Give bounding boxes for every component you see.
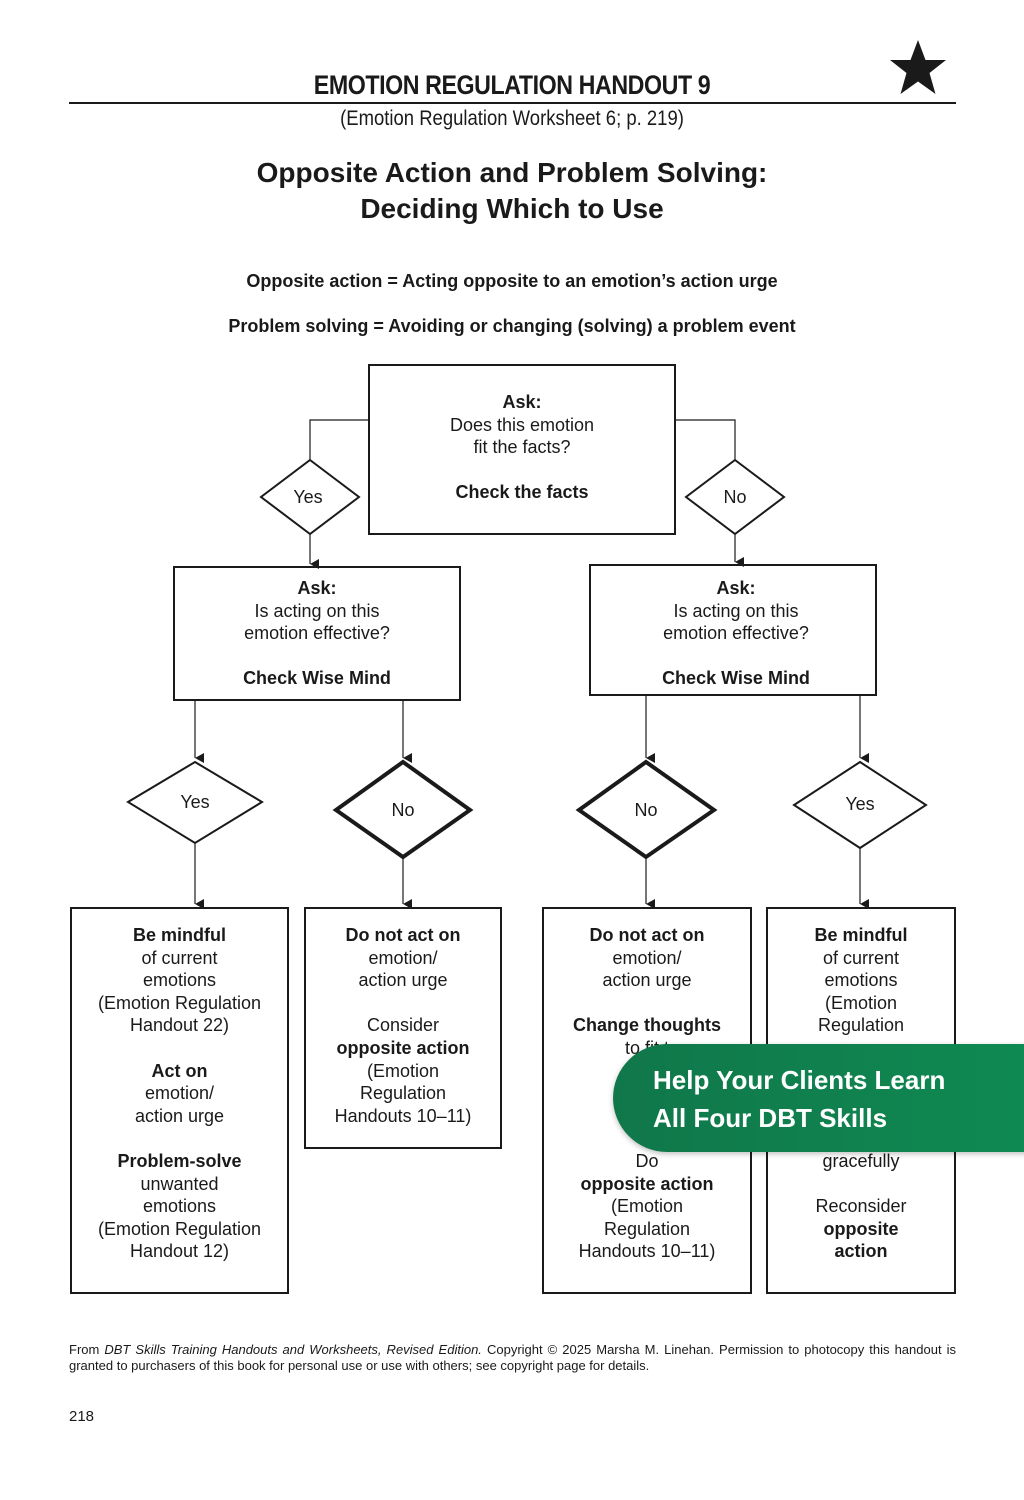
spacer — [305, 992, 501, 1015]
worksheet-reference: (Emotion Regulation Worksheet 6; p. 219) — [340, 107, 684, 130]
top-question-box — [368, 364, 676, 535]
top-no-label: No — [723, 487, 747, 507]
outcome-box-4-text: Be mindful of current emotions (Emotion … — [767, 924, 955, 1263]
box1-line: unwanted — [140, 1173, 219, 1194]
box3-line: Change thoughts — [573, 1015, 721, 1036]
handout-title: EMOTION REGULATION HANDOUT 9 — [313, 70, 711, 100]
box4-line: action — [834, 1241, 888, 1262]
box1-line: Problem-solve — [117, 1150, 242, 1171]
diamond-yes-left-label: Yes — [180, 792, 210, 812]
spacer — [369, 459, 675, 482]
spacer — [590, 645, 882, 668]
promo-banner[interactable]: Help Your Clients Learn All Four DBT Ski… — [613, 1044, 1024, 1152]
box3-line: action urge — [602, 970, 692, 991]
box3-line: Handouts 10–11) — [578, 1241, 716, 1262]
box4-line: gracefully — [822, 1150, 900, 1171]
left-ask-line-1: Is acting on this — [254, 600, 380, 621]
left-check-wise-mind: Check Wise Mind — [243, 668, 391, 689]
connector-top-right — [675, 419, 736, 460]
right-ask-line-1: Is acting on this — [673, 600, 799, 621]
box4-line: Regulation — [817, 1015, 905, 1036]
left-ask-text: Ask: Is acting on this emotion effective… — [174, 577, 460, 690]
promo-line-2: All Four DBT Skills — [653, 1103, 888, 1133]
box2-line: action urge — [358, 970, 448, 991]
box1-line: (Emotion Regulation — [97, 992, 262, 1013]
box2-line: Regulation — [359, 1083, 447, 1104]
box1-line: Handout 22) — [129, 1015, 230, 1036]
outcome-box-2 — [304, 907, 502, 1149]
title-line-1: Opposite Action and Problem Solving: — [256, 157, 768, 188]
copyright-footer: From DBT Skills Training Handouts and Wo… — [69, 1342, 956, 1374]
outcome-box-1 — [70, 907, 289, 1294]
header-rule — [69, 102, 956, 104]
left-ask-box — [173, 566, 461, 701]
box4-line: (Emotion — [824, 992, 898, 1013]
outcome-box-1-text: Be mindful of current emotions (Emotion … — [71, 924, 288, 1263]
box1-line: action urge — [134, 1105, 225, 1126]
right-ask-box — [589, 564, 877, 696]
diamond-no-right-label: No — [634, 800, 658, 820]
box3-line: Regulation — [603, 1218, 691, 1239]
top-question-text: Ask: Does this emotion fit the facts? Ch… — [369, 391, 675, 504]
box2-line: opposite action — [336, 1037, 470, 1058]
box4-line: opposite — [823, 1218, 899, 1239]
box1-line: Handout 12) — [129, 1241, 230, 1262]
page-title: Opposite Action and Problem Solving: Dec… — [0, 155, 1024, 227]
promo-text: Help Your Clients Learn All Four DBT Ski… — [653, 1061, 945, 1137]
connector-top-left — [309, 419, 369, 460]
footer-book-title: DBT Skills Training Handouts and Workshe… — [104, 1342, 482, 1357]
top-ask-label: Ask: — [502, 392, 542, 412]
definition-opposite-action: Opposite action = Acting opposite to an … — [246, 271, 778, 291]
box2-line: emotion/ — [368, 947, 438, 968]
box2-line: (Emotion — [366, 1060, 440, 1081]
box1-line: of current — [141, 947, 218, 968]
right-ask-label: Ask: — [716, 578, 756, 598]
left-ask-line-2: emotion effective? — [244, 623, 390, 644]
box2-line: Handouts 10–11) — [334, 1105, 472, 1126]
box3-line: emotion/ — [612, 947, 682, 968]
spacer — [174, 645, 460, 668]
box4-line: emotions — [824, 970, 898, 991]
outcome-box-2-text: Do not act on emotion/ action urge Consi… — [305, 924, 501, 1127]
footer-permission-text: Copyright © 2025 Marsha M. Linehan. Perm… — [69, 1342, 956, 1373]
spacer — [71, 1037, 288, 1060]
promo-line-1: Help Your Clients Learn — [653, 1065, 946, 1095]
box3-line: Do — [635, 1150, 659, 1171]
spacer — [71, 1127, 288, 1150]
box1-line: emotion/ — [144, 1083, 215, 1104]
page-number: 218 — [69, 1408, 95, 1425]
title-line-2: Deciding Which to Use — [360, 193, 664, 224]
box4-line: Be mindful — [814, 925, 908, 945]
box3-line: opposite action — [580, 1173, 714, 1194]
check-the-facts-label: Check the facts — [455, 482, 589, 503]
black-star-icon — [890, 40, 946, 94]
box1-line: emotions — [142, 1196, 217, 1217]
box1-line: (Emotion Regulation — [97, 1218, 262, 1239]
box2-line: Consider — [366, 1015, 440, 1036]
left-ask-label: Ask: — [297, 578, 337, 598]
footer-from: From — [69, 1342, 105, 1357]
right-check-wise-mind: Check Wise Mind — [662, 668, 810, 689]
spacer — [767, 1173, 955, 1196]
box1-line: Be mindful — [133, 925, 226, 945]
right-ask-text: Ask: Is acting on this emotion effective… — [590, 577, 882, 690]
box4-line: Reconsider — [815, 1196, 907, 1217]
top-question-line-1: Does this emotion — [449, 414, 595, 435]
spacer — [543, 992, 751, 1015]
box3-line: Do not act on — [589, 925, 705, 945]
box1-line: Act on — [151, 1060, 208, 1081]
definition-problem-solving: Problem solving = Avoiding or changing (… — [228, 316, 796, 336]
top-yes-label: Yes — [293, 487, 323, 507]
box4-line: of current — [822, 947, 900, 968]
box3-line: (Emotion — [610, 1196, 684, 1217]
right-ask-line-2: emotion effective? — [663, 623, 809, 644]
box1-line: emotions — [142, 970, 217, 991]
diamond-no-left-label: No — [391, 800, 415, 820]
box2-line: Do not act on — [345, 925, 461, 945]
top-question-line-2: fit the facts? — [473, 437, 571, 458]
diamond-yes-right-label: Yes — [845, 794, 875, 814]
